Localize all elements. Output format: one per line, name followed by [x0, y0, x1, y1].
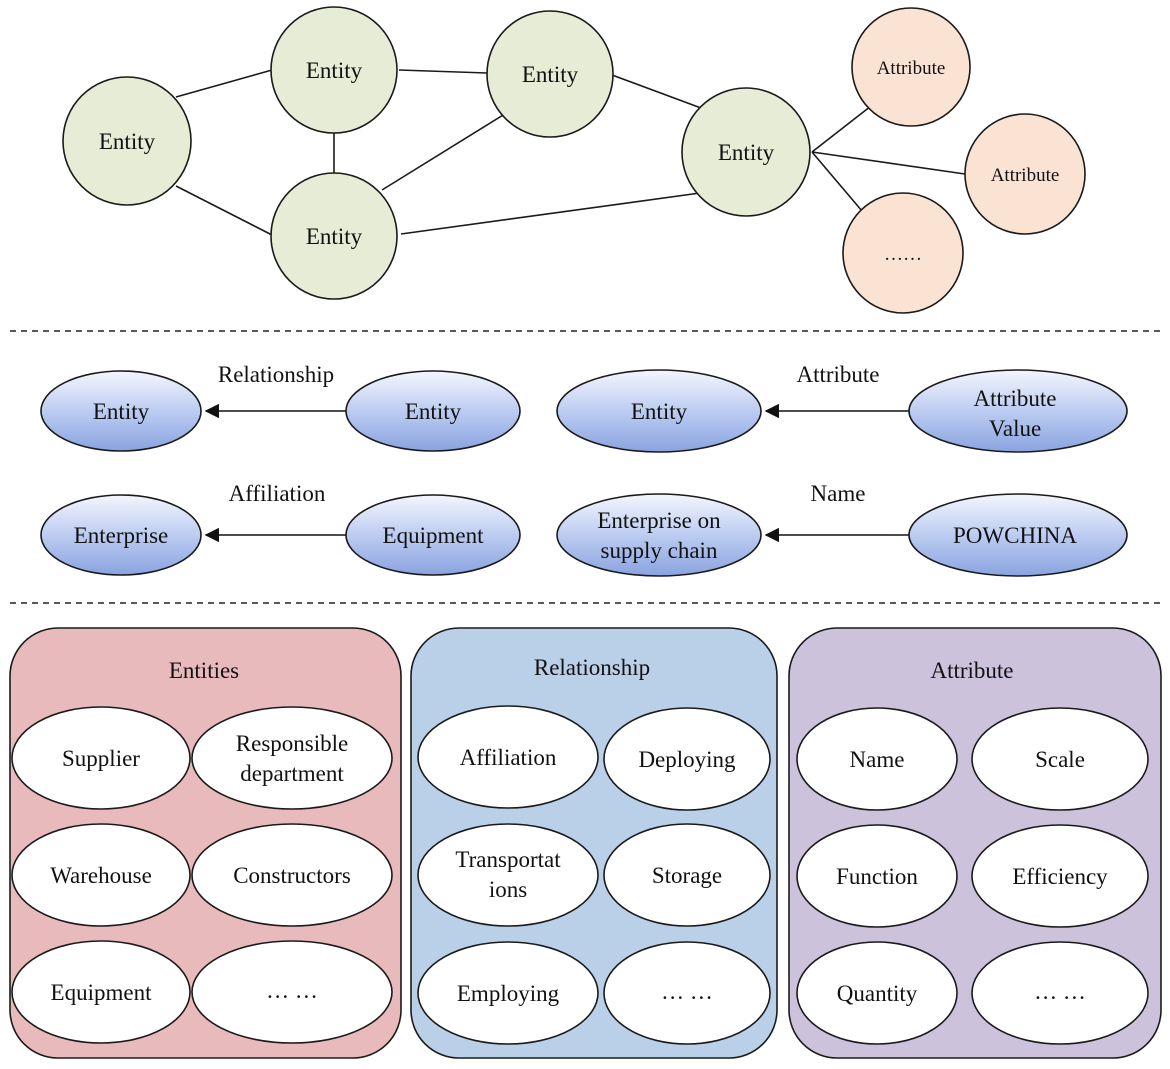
entity-node-label: Entity: [522, 62, 579, 87]
entity-node: Entity: [486, 10, 614, 138]
svg-text:Storage: Storage: [652, 863, 722, 888]
entity-node: Entity: [681, 87, 811, 217]
list-item: Transportat ions: [417, 823, 599, 927]
svg-text:Constructors: Constructors: [233, 863, 351, 888]
list-item: … …: [603, 941, 771, 1045]
graph-edge: [175, 185, 273, 236]
graph-edge: [611, 74, 702, 109]
svg-text:Warehouse: Warehouse: [50, 863, 152, 888]
svg-text:… …: … …: [266, 978, 318, 1003]
list-item: Storage: [603, 823, 771, 927]
svg-text:department: department: [240, 761, 344, 786]
example-node-label: POWCHINA: [953, 523, 1077, 548]
list-item: … …: [191, 940, 393, 1044]
svg-text:Equipment: Equipment: [51, 980, 153, 1005]
example-node-label: supply chain: [601, 538, 718, 563]
relationship-panel: Relationship Affiliation Deploying Trans…: [410, 627, 778, 1059]
attribute-panel: Attribute Name Scale Function Efficiency…: [788, 627, 1162, 1059]
example-node-label: Enterprise: [74, 523, 169, 548]
example-node-label: Entity: [631, 399, 688, 424]
svg-text:Transportat: Transportat: [455, 847, 561, 872]
svg-text:Affiliation: Affiliation: [460, 745, 557, 770]
svg-text:Efficiency: Efficiency: [1012, 864, 1108, 889]
list-item: Responsible department: [191, 706, 393, 810]
panel-title: Relationship: [534, 655, 650, 680]
svg-text:Name: Name: [850, 747, 905, 772]
entity-node-label: Entity: [306, 224, 363, 249]
list-item: Affiliation: [417, 705, 599, 809]
svg-text:Function: Function: [836, 864, 918, 889]
example-node-label: Value: [989, 416, 1041, 441]
entity-node: Entity: [270, 172, 398, 300]
triple-examples: Relationship Entity Entity Attribute Ent…: [40, 362, 1128, 577]
svg-text:ions: ions: [489, 877, 527, 902]
svg-text:Deploying: Deploying: [638, 747, 736, 772]
svg-text:Scale: Scale: [1035, 747, 1085, 772]
example-node-label: Entity: [93, 399, 150, 424]
entity-graph: Entity Entity Entity Entity Entity Attri…: [62, 6, 1086, 314]
relationship-label: Relationship: [218, 362, 334, 387]
graph-edge: [811, 151, 863, 212]
ellipsis-node-label: ……: [884, 244, 922, 265]
graph-edge: [175, 69, 273, 98]
list-item: Equipment: [11, 940, 191, 1044]
list-item: Name: [796, 707, 958, 811]
list-item: Constructors: [191, 823, 393, 927]
entity-node: Entity: [270, 6, 398, 134]
panel-title: Entities: [169, 658, 239, 683]
list-item: Function: [796, 824, 958, 928]
list-item: Quantity: [796, 941, 958, 1045]
attribute-relation-label: Attribute: [796, 362, 879, 387]
graph-edge: [400, 192, 701, 235]
entity-node-label: Entity: [306, 58, 363, 83]
svg-text:… …: … …: [1034, 979, 1086, 1004]
attribute-node-label: Attribute: [877, 58, 946, 79]
svg-text:Supplier: Supplier: [62, 746, 140, 771]
list-item: Warehouse: [11, 823, 191, 927]
list-item: Supplier: [11, 706, 191, 810]
graph-edge: [811, 105, 872, 153]
graph-edge: [381, 111, 509, 191]
example-node-label: Equipment: [383, 523, 485, 548]
example-node-label: Enterprise on: [597, 508, 721, 533]
affiliation-example: Affiliation Enterprise Equipment: [40, 481, 521, 576]
svg-text:Employing: Employing: [457, 981, 560, 1006]
example-node-label: Attribute: [973, 386, 1056, 411]
svg-text:Quantity: Quantity: [837, 981, 918, 1006]
relationship-example: Relationship Entity Entity: [40, 362, 521, 452]
name-example: Name Enterprise on supply chain POWCHINA: [556, 481, 1128, 577]
list-item: Deploying: [603, 707, 771, 811]
entity-node-label: Entity: [718, 140, 775, 165]
example-node-label: Entity: [405, 399, 462, 424]
svg-text:… …: … …: [661, 979, 713, 1004]
entity-node-label: Entity: [99, 129, 156, 154]
entity-node: Entity: [62, 76, 192, 206]
attribute-node: Attribute: [964, 113, 1086, 235]
attribute-node: Attribute: [851, 7, 971, 127]
graph-edge: [811, 151, 966, 175]
entities-panel: Entities Supplier Responsible department…: [9, 627, 402, 1059]
graph-edge: [398, 69, 488, 74]
list-item: Scale: [971, 707, 1149, 811]
attribute-node: ……: [842, 192, 964, 314]
list-item: Employing: [417, 941, 599, 1045]
attribute-node-label: Attribute: [991, 165, 1060, 186]
list-item: … …: [971, 941, 1149, 1045]
name-relation-label: Name: [811, 481, 866, 506]
panel-title: Attribute: [930, 658, 1013, 683]
svg-text:Responsible: Responsible: [236, 731, 348, 756]
list-item: Efficiency: [971, 824, 1149, 928]
affiliation-label: Affiliation: [229, 481, 326, 506]
attribute-example: Attribute Entity Attribute Value: [556, 362, 1128, 453]
